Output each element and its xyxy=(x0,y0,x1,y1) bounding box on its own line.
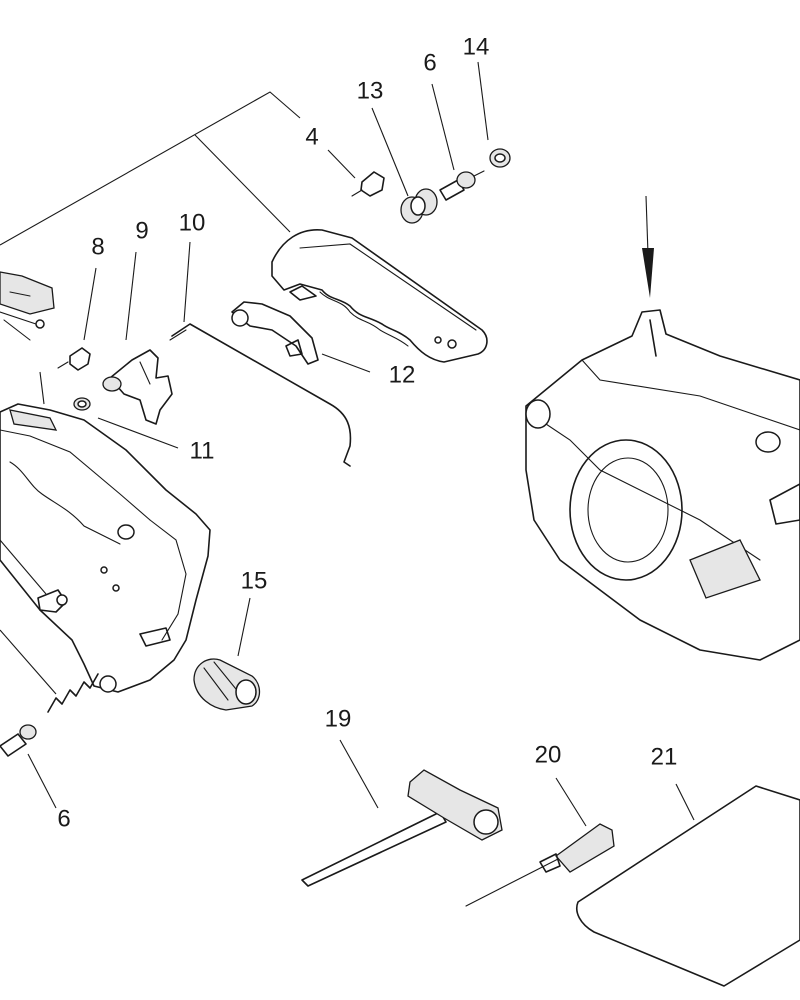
callout-21: 21 xyxy=(651,743,678,770)
instruction-card-part-21 xyxy=(576,785,800,987)
handle-housing xyxy=(0,403,211,693)
callout-19: 19 xyxy=(325,705,352,732)
screwdriver-part-20 xyxy=(465,823,615,907)
rubber-boot-part-15 xyxy=(193,658,261,711)
handle-cover xyxy=(271,229,488,363)
callout-6-top: 6 xyxy=(423,49,436,76)
insertion-arrow xyxy=(642,195,654,298)
callout-13: 13 xyxy=(357,77,384,104)
spring xyxy=(47,673,99,713)
pin-part-11 xyxy=(73,397,91,411)
callout-14: 14 xyxy=(463,33,490,60)
callout-9: 9 xyxy=(135,217,148,244)
callout-4: 4 xyxy=(305,123,318,150)
callout-12: 12 xyxy=(389,361,416,388)
bolt-part-6-bottom xyxy=(0,724,37,757)
callout-8: 8 xyxy=(91,233,104,260)
bolt-part-6-top xyxy=(439,170,485,201)
switch-assembly xyxy=(0,271,55,341)
throttle-rod-part-10 xyxy=(169,323,352,467)
callout-10: 10 xyxy=(179,209,206,236)
callout-6-bottom: 6 xyxy=(57,805,70,832)
screw-part-4 xyxy=(351,171,385,197)
callout-20: 20 xyxy=(535,741,562,768)
spark-plug-wrench-part-19 xyxy=(301,769,503,887)
engine-housing xyxy=(525,309,800,661)
leader-4 xyxy=(0,91,356,246)
knob-cap xyxy=(37,589,68,613)
trigger-lever-part-9 xyxy=(102,349,173,425)
washer-part-14 xyxy=(489,148,511,168)
callout-15: 15 xyxy=(241,567,268,594)
grommet-part-13 xyxy=(400,188,438,224)
callout-labels: 4 13 6 14 8 9 10 12 11 15 6 19 20 21 xyxy=(57,33,677,832)
screw-part-8 xyxy=(57,347,91,371)
lock-lever-part-12 xyxy=(231,301,319,365)
callout-11: 11 xyxy=(190,437,215,464)
